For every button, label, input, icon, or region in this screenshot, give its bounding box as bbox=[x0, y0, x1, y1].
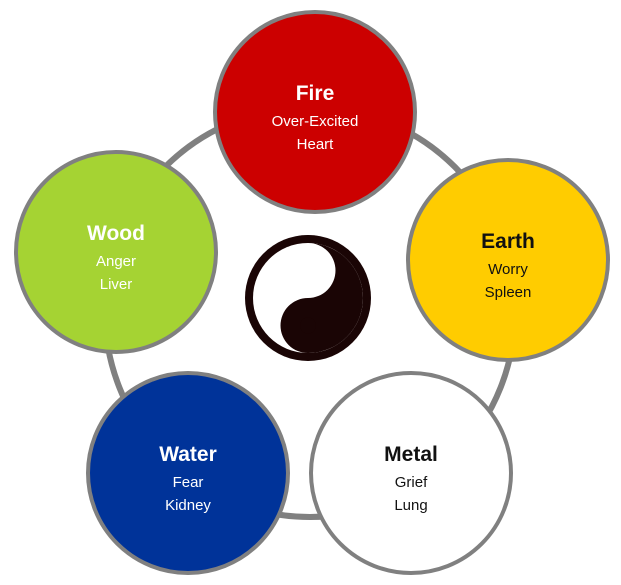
wood-circle bbox=[14, 150, 218, 354]
water-organ: Kidney bbox=[165, 497, 211, 514]
fire-emotion: Over-Excited bbox=[272, 113, 359, 130]
earth-organ: Spleen bbox=[485, 284, 532, 301]
fire-circle bbox=[213, 10, 417, 214]
wood-title: Wood bbox=[87, 222, 145, 245]
wood-emotion: Anger bbox=[96, 253, 136, 270]
metal-circle bbox=[309, 371, 513, 575]
yin-yang-icon bbox=[245, 235, 371, 361]
fire-organ: Heart bbox=[297, 136, 335, 153]
earth-emotion: Worry bbox=[488, 261, 528, 278]
water-title: Water bbox=[159, 443, 217, 466]
metal-title: Metal bbox=[384, 443, 438, 466]
earth-title: Earth bbox=[481, 230, 535, 253]
wood-organ: Liver bbox=[100, 276, 133, 293]
metal-emotion: Grief bbox=[395, 474, 428, 491]
water-circle bbox=[86, 371, 290, 575]
water-emotion: Fear bbox=[173, 474, 204, 491]
fire-title: Fire bbox=[296, 82, 335, 105]
metal-organ: Lung bbox=[394, 497, 427, 514]
earth-circle bbox=[406, 158, 610, 362]
